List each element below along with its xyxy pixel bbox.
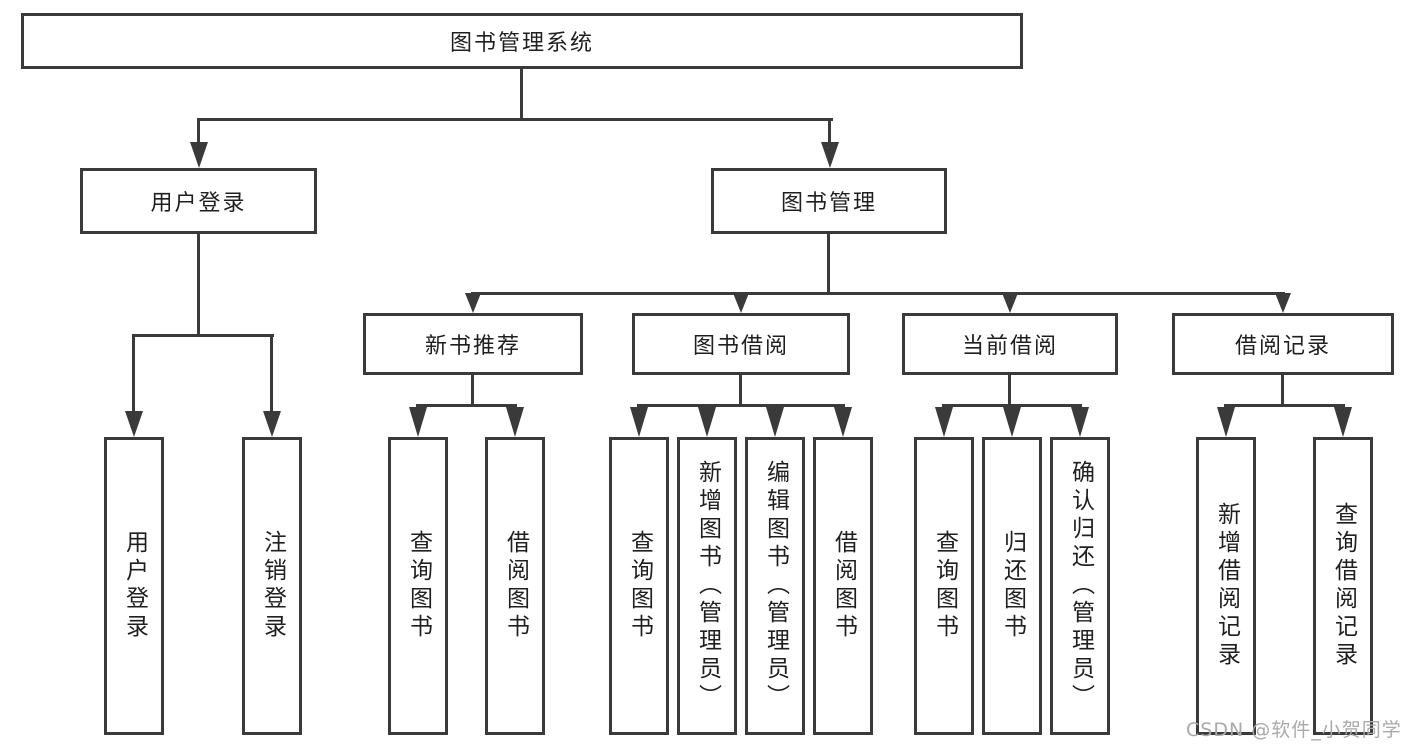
arrowhead-return-books xyxy=(1003,407,1021,437)
node-label: 当前借阅 xyxy=(961,334,1058,359)
arrowhead-login-leaf xyxy=(125,411,143,437)
leaf-borrow-books-recommend: 借阅图书 xyxy=(485,437,545,735)
connector-borrow-record-branch xyxy=(1224,404,1345,407)
arrowhead-book-borrow xyxy=(733,293,749,313)
node-borrow-record: 借阅记录 xyxy=(1172,313,1394,375)
arrowhead-borrow-books-1 xyxy=(506,407,524,437)
leaf-confirm-return-admin: 确认归还（管理员） xyxy=(1050,437,1110,735)
connector-book-borrow-branch xyxy=(637,404,845,407)
node-label: 图书管理系统 xyxy=(449,31,594,56)
leaf-add-books-admin: 新增图书（管理员） xyxy=(677,437,737,735)
node-library-management-system: 图书管理系统 xyxy=(21,13,1023,69)
arrowhead-book-management xyxy=(821,142,839,168)
leaf-label: 注销登录 xyxy=(259,530,286,642)
arrowhead-user-login xyxy=(190,142,208,168)
leaf-add-borrow-record: 新增借阅记录 xyxy=(1196,437,1256,735)
leaf-borrow-books: 借阅图书 xyxy=(813,437,873,735)
connector-current-borrow-stem xyxy=(1008,375,1011,406)
arrowhead-new-book-recommend xyxy=(465,293,481,313)
node-new-book-recommend: 新书推荐 xyxy=(363,313,583,375)
arrowhead-confirm-return xyxy=(1071,407,1089,437)
leaf-logout: 注销登录 xyxy=(242,437,302,735)
connector-drop-logout-leaf xyxy=(270,334,273,415)
node-label: 用户登录 xyxy=(150,191,247,216)
node-current-borrow: 当前借阅 xyxy=(902,313,1118,375)
leaf-query-books-borrow: 查询图书 xyxy=(609,437,669,735)
arrowhead-logout-leaf xyxy=(263,411,281,437)
connector-drop-book-management xyxy=(828,118,831,144)
csdn-watermark: CSDN @软件_小贺同学 xyxy=(1186,719,1402,741)
arrowhead-borrow-record xyxy=(1275,293,1291,313)
leaf-label: 借阅图书 xyxy=(502,530,529,642)
arrowhead-current-borrow xyxy=(1002,293,1018,313)
leaf-user-login: 用户登录 xyxy=(104,437,164,735)
connector-drop-login-leaf xyxy=(132,334,135,415)
connector-book-borrow-stem xyxy=(739,375,742,406)
node-book-borrow: 图书借阅 xyxy=(632,313,850,375)
node-book-management: 图书管理 xyxy=(711,168,947,234)
connector-root-stem xyxy=(520,68,523,120)
connector-user-login-branch xyxy=(132,334,274,337)
arrowhead-add-books xyxy=(698,407,716,437)
connector-root-branch xyxy=(197,118,833,121)
leaf-label: 归还图书 xyxy=(999,530,1026,642)
leaf-label: 新增借阅记录 xyxy=(1213,502,1240,670)
leaf-label: 确认归还（管理员） xyxy=(1067,460,1094,712)
leaf-label: 查询借阅记录 xyxy=(1330,502,1357,670)
connector-new-book-branch xyxy=(416,404,517,407)
node-label: 新书推荐 xyxy=(424,334,521,359)
arrowhead-query-books-2 xyxy=(630,407,648,437)
leaf-return-books: 归还图书 xyxy=(982,437,1042,735)
node-user-login: 用户登录 xyxy=(80,168,317,234)
leaf-query-borrow-record: 查询借阅记录 xyxy=(1313,437,1373,735)
leaf-label: 查询图书 xyxy=(405,530,432,642)
arrowhead-query-books-1 xyxy=(409,407,427,437)
leaf-label: 查询图书 xyxy=(931,530,958,642)
leaf-label: 查询图书 xyxy=(626,530,653,642)
connector-drop-user-login xyxy=(197,118,200,144)
node-label: 借阅记录 xyxy=(1234,334,1331,359)
node-label: 图书借阅 xyxy=(692,334,789,359)
connector-new-book-stem xyxy=(471,375,474,406)
arrowhead-query-books-3 xyxy=(935,407,953,437)
arrowhead-edit-books xyxy=(766,407,784,437)
connector-book-management-branch xyxy=(471,292,1285,295)
leaf-query-books-current: 查询图书 xyxy=(914,437,974,735)
node-label: 图书管理 xyxy=(780,191,877,216)
leaf-label: 用户登录 xyxy=(121,530,148,642)
connector-current-borrow-branch xyxy=(942,404,1082,407)
arrowhead-query-borrow-record xyxy=(1334,407,1352,437)
leaf-label: 借阅图书 xyxy=(830,530,857,642)
leaf-label: 编辑图书（管理员） xyxy=(762,460,789,712)
connector-user-login-stem xyxy=(197,234,200,336)
connector-borrow-record-stem xyxy=(1281,375,1284,406)
arrowhead-add-borrow-record xyxy=(1217,407,1235,437)
connector-book-management-stem xyxy=(827,234,830,294)
leaf-query-books-recommend: 查询图书 xyxy=(388,437,448,735)
leaf-edit-books-admin: 编辑图书（管理员） xyxy=(745,437,805,735)
arrowhead-borrow-books-2 xyxy=(834,407,852,437)
leaf-label: 新增图书（管理员） xyxy=(694,460,721,712)
